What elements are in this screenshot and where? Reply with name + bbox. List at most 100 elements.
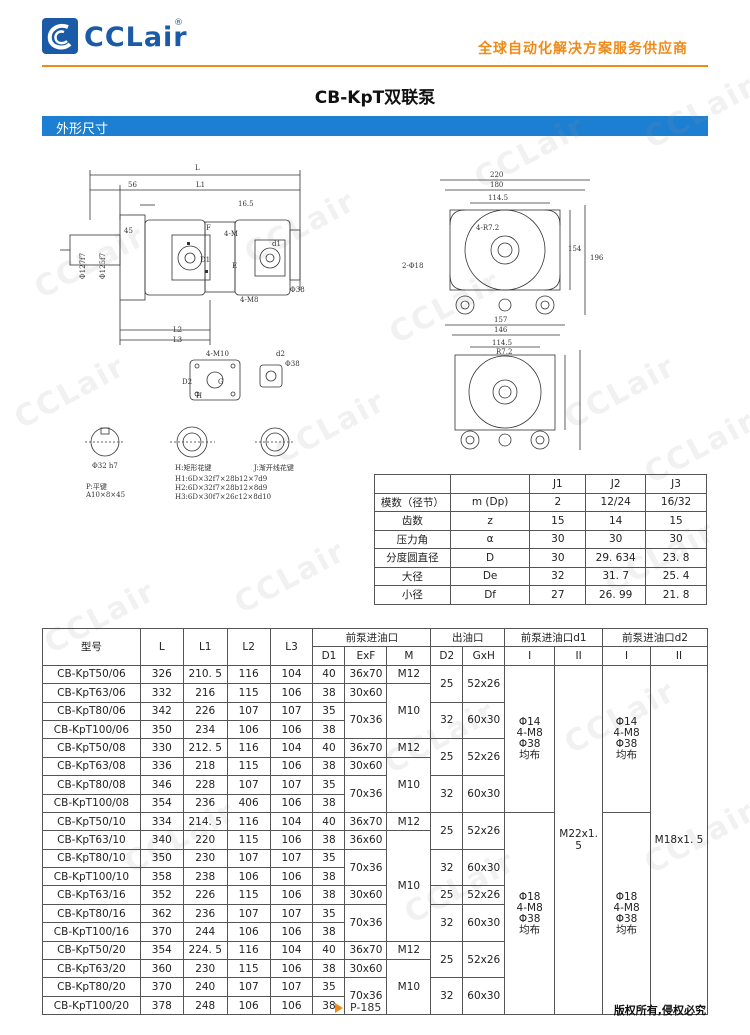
table-cell: CB-KpT100/06: [42, 719, 141, 740]
table-cell: 40: [312, 738, 346, 758]
table-cell: 360: [139, 959, 184, 979]
table-cell: 220: [182, 830, 228, 850]
table-cell: 60x30: [462, 775, 506, 813]
table-row: 分度圆直径 D 30 29. 634 23. 8: [374, 548, 707, 568]
table-cell: ExF: [344, 646, 388, 666]
table-cell: 115: [226, 683, 271, 703]
caption: J:渐开线花键: [254, 464, 294, 472]
copyright-notice: 版权所有,侵权必究: [613, 1004, 706, 1017]
table-cell: 210. 5: [182, 664, 228, 685]
section-title: 外形尺寸: [56, 122, 109, 137]
table-cell: 236: [182, 903, 228, 924]
table-cell: 30x60: [344, 683, 388, 703]
caption: A10×8×45: [86, 491, 126, 499]
table-cell: 234: [182, 719, 228, 740]
table-cell: D2: [430, 646, 464, 666]
gear-parameter-table: J1 J2 J3 模数（径节） m (Dp) 2 12/24 16/32 齿数 …: [374, 474, 707, 605]
table-cell: 30: [529, 548, 587, 568]
table-cell: 115: [226, 959, 271, 979]
table-cell: 107: [269, 775, 314, 795]
table-cell: 107: [269, 848, 314, 869]
page-arrow-icon: [335, 1003, 343, 1013]
table-cell: 106: [269, 683, 314, 703]
table-cell: 38: [312, 756, 346, 777]
table-cell: 25. 4: [645, 566, 707, 586]
table-cell: 370: [139, 977, 184, 997]
table-cell: 出油口: [430, 627, 506, 648]
table-cell: 30: [585, 529, 647, 549]
table-cell: 32: [430, 775, 464, 813]
table-cell: D1: [312, 646, 346, 666]
table-cell: 23. 8: [645, 548, 707, 568]
table-cell: CB-KpT100/10: [42, 867, 141, 887]
table-cell: 38: [312, 683, 346, 703]
d2-group-cell: Φ14 4-M8 Φ38 均布: [602, 664, 651, 813]
table-cell: 116: [226, 811, 271, 832]
table-cell: 38: [312, 830, 346, 850]
caption: Φ32 h7: [92, 462, 118, 470]
table-cell: 107: [269, 903, 314, 924]
table-cell: 106: [269, 756, 314, 777]
table-cell: 106: [269, 922, 314, 942]
table-cell: 212. 5: [182, 738, 228, 758]
table-cell: 352: [139, 885, 184, 905]
table-cell: CB-KpT63/06: [42, 683, 141, 703]
table-cell: 36x60: [344, 830, 388, 850]
table-cell: CB-KpT50/06: [42, 664, 141, 685]
table-row: 小径 Df 27 26. 99 21. 8: [374, 585, 707, 605]
table-cell: CB-KpT100/16: [42, 922, 141, 942]
table-cell: 334: [139, 811, 184, 832]
table-cell: 40: [312, 664, 346, 685]
table-cell: CB-KpT50/20: [42, 940, 141, 961]
table-cell: 70x36: [344, 701, 388, 740]
table-cell: CB-KpT63/10: [42, 830, 141, 850]
table-cell: 25: [430, 885, 464, 905]
table-cell: M10: [386, 756, 432, 813]
table-cell: 2: [529, 492, 587, 512]
table-cell: 106: [226, 922, 271, 942]
table-row: 模数（径节） m (Dp) 2 12/24 16/32: [374, 492, 707, 512]
dim-label: Φ125f7: [99, 252, 108, 280]
table-cell: 38: [312, 719, 346, 740]
dim-label: 45: [124, 227, 133, 235]
dim-label: d2: [276, 350, 285, 358]
header-rule: [42, 65, 708, 67]
table-cell: Df: [449, 585, 531, 605]
table-cell: 36x70: [344, 738, 388, 758]
table-cell: 226: [182, 885, 228, 905]
dim-label: 196: [590, 254, 604, 262]
table-cell: L1: [182, 628, 228, 666]
table-cell: 38: [312, 959, 346, 979]
table-cell: 52x26: [462, 738, 506, 777]
table-cell: M10: [386, 830, 432, 942]
table-cell: J1: [529, 474, 587, 494]
table-cell: II: [554, 646, 604, 666]
dim-label: G: [218, 378, 224, 386]
table-cell: 224. 5: [182, 940, 228, 961]
dim-label: 56: [128, 181, 137, 189]
table-cell: CB-KpT50/08: [42, 738, 141, 758]
table-cell: 350: [139, 848, 184, 869]
table-cell: M10: [386, 683, 432, 740]
dim-label: F: [206, 224, 211, 232]
table-cell: 354: [139, 793, 184, 813]
dim-label: 154: [568, 245, 582, 253]
table-cell: 104: [269, 738, 314, 758]
dim-label: D2: [182, 378, 193, 386]
table-cell: 106: [226, 867, 271, 887]
table-cell: m (Dp): [449, 492, 531, 512]
d1-thread-cell: M22x1. 5: [554, 664, 604, 1016]
table-cell: M12: [386, 811, 432, 832]
d2-thread-cell: M18x1. 5: [649, 664, 709, 1016]
table-cell: 358: [139, 867, 184, 887]
caption: H1:6D×32f7×28b12×7d9: [175, 475, 268, 483]
table-cell: CB-KpT63/20: [42, 959, 141, 979]
table-cell: M12: [386, 664, 432, 685]
table-cell: 342: [139, 701, 184, 721]
table-cell: 248: [182, 995, 228, 1016]
table-cell: 104: [269, 940, 314, 961]
table-cell: 压力角: [374, 529, 451, 549]
